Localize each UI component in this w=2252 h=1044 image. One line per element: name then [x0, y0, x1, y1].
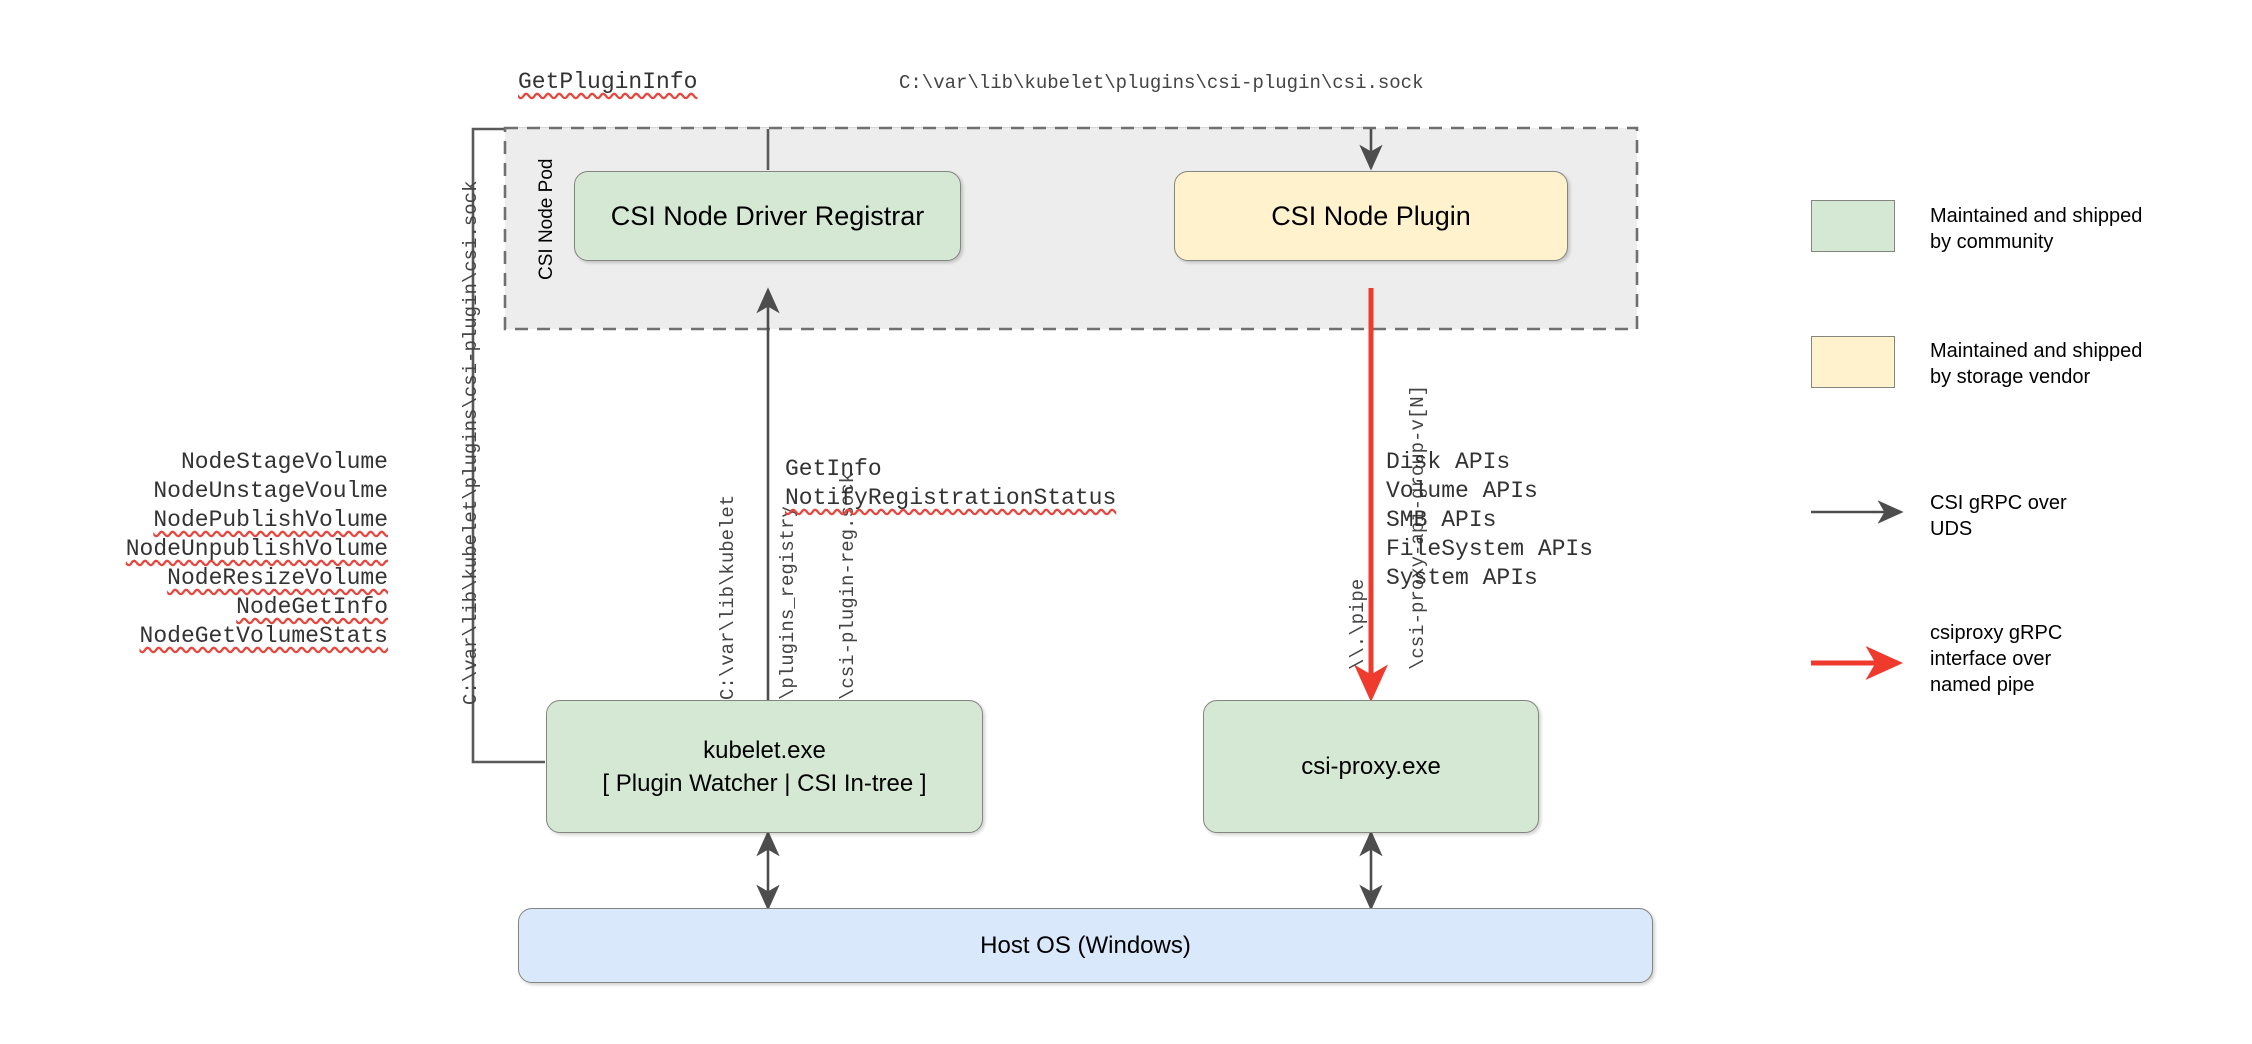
- csi-node-pod-label: CSI Node Pod: [536, 158, 557, 280]
- box-csi-node-driver-registrar[interactable]: CSI Node Driver Registrar: [574, 171, 961, 261]
- box-kubelet-exe-label-line1: kubelet.exe: [703, 736, 826, 764]
- legend-swatch-community: [1811, 200, 1895, 252]
- box-host-os[interactable]: Host OS (Windows): [518, 908, 1653, 983]
- legend-text-csiproxy-grpc-pipe: csiproxy gRPC interface over named pipe: [1930, 622, 2063, 696]
- legend-text-community: Maintained and shipped by community: [1930, 205, 2143, 253]
- box-kubelet-exe-label-line2: [ Plugin Watcher | CSI In-tree ]: [602, 769, 927, 797]
- node-rpc-item: NodeResizeVolume: [167, 565, 388, 591]
- legend-swatch-vendor: [1811, 336, 1895, 388]
- node-rpc-item: NodeStageVolume: [180, 449, 388, 475]
- node-rpc-item: NodeGetInfo: [236, 594, 388, 620]
- box-kubelet-exe[interactable]: kubelet.exe [ Plugin Watcher | CSI In-tr…: [546, 700, 983, 833]
- csi-proxy-api-item: Volume APIs: [1386, 478, 1538, 504]
- label-get-plugin-info: GetPluginInfo: [518, 69, 698, 95]
- label-vertical-plugin-reg-sock-line1: C:\var\lib\kubelet: [717, 494, 739, 700]
- box-csi-node-plugin[interactable]: CSI Node Plugin: [1174, 171, 1568, 261]
- box-csi-node-plugin-label: CSI Node Plugin: [1271, 201, 1471, 231]
- node-rpc-item: NodeUnpublishVolume: [125, 536, 388, 562]
- csi-proxy-api-item: FileSystem APIs: [1386, 536, 1594, 562]
- legend-text-vendor: Maintained and shipped by storage vendor: [1930, 340, 2143, 388]
- label-registration-calls: GetInfo NotifyRegistrationStatus: [785, 455, 1116, 513]
- node-rpc-list: NodeStageVolume NodeUnstageVoulme NodePu…: [0, 448, 388, 651]
- box-csi-proxy-exe[interactable]: csi-proxy.exe: [1203, 700, 1539, 833]
- box-host-os-label: Host OS (Windows): [980, 932, 1191, 959]
- csi-proxy-api-list: Disk APIs Volume APIs SMB APIs FileSyste…: [1386, 448, 1593, 593]
- label-vertical-named-pipe-line1: \\.\pipe: [1347, 578, 1369, 670]
- node-rpc-item: NodeUnstageVoulme: [153, 478, 388, 504]
- csi-proxy-api-item: System APIs: [1386, 565, 1538, 591]
- legend-text-csi-grpc-uds: CSI gRPC over UDS: [1930, 492, 2067, 540]
- csi-proxy-api-item: SMB APIs: [1386, 507, 1497, 533]
- label-get-info: GetInfo: [785, 456, 882, 482]
- node-rpc-item: NodeGetVolumeStats: [139, 623, 388, 649]
- label-notify-registration-status: NotifyRegistrationStatus: [785, 485, 1117, 511]
- csi-proxy-api-item: Disk APIs: [1386, 449, 1511, 475]
- node-rpc-item: NodePublishVolume: [153, 507, 388, 533]
- label-vertical-csi-sock: C:\var\lib\kubelet\plugins\csi-plugin\cs…: [460, 180, 482, 706]
- box-csi-proxy-exe-label: csi-proxy.exe: [1301, 753, 1441, 780]
- label-csi-sock-path-top: C:\var\lib\kubelet\plugins\csi-plugin\cs…: [899, 72, 1424, 94]
- box-csi-node-driver-registrar-label: CSI Node Driver Registrar: [610, 201, 925, 231]
